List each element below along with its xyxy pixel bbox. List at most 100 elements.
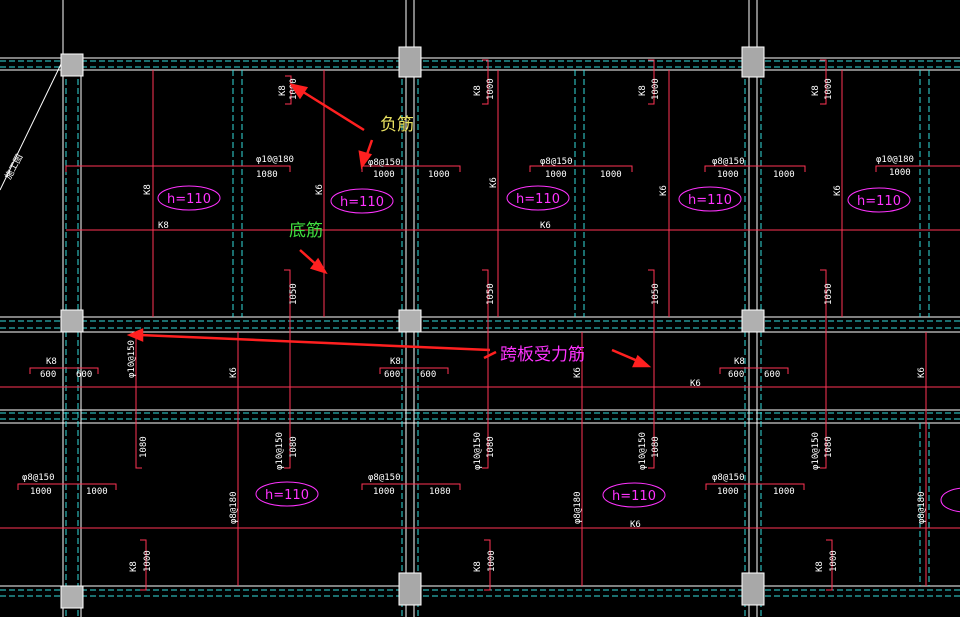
svg-text:K6: K6 (917, 367, 927, 378)
svg-text:h=110: h=110 (516, 192, 560, 207)
edge-text: 施工图 (2, 152, 25, 181)
svg-text:φ10@150: φ10@150 (275, 432, 285, 470)
slab-label: h=110 (506, 185, 570, 211)
svg-text:K8: K8 (143, 184, 153, 195)
rebar-dim: 1000 (373, 170, 395, 180)
column (60, 585, 84, 609)
slab-label: h=110 (157, 185, 221, 211)
svg-text:K6: K6 (659, 185, 669, 196)
svg-text:φ10@150: φ10@150 (811, 432, 821, 470)
svg-text:K6: K6 (690, 379, 701, 389)
rebar-text: φ10@180 φ8@150 φ8@150 φ8@150 φ10@180 108… (22, 78, 927, 572)
slab-label: h=110 (330, 188, 394, 214)
column (741, 46, 765, 78)
column (60, 309, 84, 333)
note-bottom-rebar: 底筋 (289, 221, 323, 241)
svg-text:h=110: h=110 (612, 489, 656, 504)
svg-text:1000: 1000 (143, 550, 153, 572)
svg-text:1050: 1050 (486, 283, 496, 305)
svg-text:K6: K6 (573, 367, 583, 378)
note-negative-rebar: 负筋 (380, 115, 414, 135)
svg-text:K8: K8 (46, 357, 57, 367)
note-span-rebar: 跨板受力筋 (500, 345, 585, 365)
svg-text:1000: 1000 (86, 487, 108, 497)
slab-label: h=110 (847, 187, 911, 213)
column (741, 572, 765, 606)
svg-text:K6: K6 (540, 221, 551, 231)
svg-text:K8: K8 (638, 85, 648, 96)
rebar-dim: 1000 (545, 170, 567, 180)
svg-text:φ8@180: φ8@180 (229, 491, 239, 524)
svg-text:K8: K8 (390, 357, 401, 367)
svg-text:1080: 1080 (289, 436, 299, 458)
svg-text:1000: 1000 (487, 550, 497, 572)
rebar-dim: 1000 (428, 170, 450, 180)
rebar-dim: 1000 (600, 170, 622, 180)
svg-text:600: 600 (728, 370, 744, 380)
svg-text:K8: K8 (815, 561, 825, 572)
svg-text:φ8@150: φ8@150 (22, 473, 55, 483)
slab-label-partial (940, 487, 960, 513)
svg-text:1080: 1080 (429, 487, 451, 497)
svg-text:600: 600 (764, 370, 780, 380)
svg-text:K6: K6 (630, 520, 641, 530)
rebar-dim: 1000 (717, 170, 739, 180)
slab-label: h=110 (678, 186, 742, 212)
svg-text:h=110: h=110 (340, 195, 384, 210)
svg-text:1050: 1050 (289, 283, 299, 305)
svg-text:φ10@150: φ10@150 (473, 432, 483, 470)
svg-text:h=110: h=110 (167, 192, 211, 207)
svg-text:1000: 1000 (717, 487, 739, 497)
svg-text:K6: K6 (315, 184, 325, 195)
columns (60, 46, 765, 609)
svg-text:1000: 1000 (824, 78, 834, 100)
svg-text:K8: K8 (473, 561, 483, 572)
svg-text:K8: K8 (158, 221, 169, 231)
slab-labels: h=110 h=110 h=110 h=110 h=110 h=110 h=11… (157, 185, 960, 513)
svg-text:1050: 1050 (651, 283, 661, 305)
svg-text:1000: 1000 (30, 487, 52, 497)
rebar-spec: φ10@180 (876, 155, 914, 165)
rebar-lines (0, 59, 960, 591)
slab-label: h=110 (255, 481, 319, 507)
column (398, 46, 422, 78)
svg-text:φ8@150: φ8@150 (712, 473, 745, 483)
svg-text:1050: 1050 (824, 283, 834, 305)
svg-text:h=110: h=110 (857, 194, 901, 209)
svg-text:1080: 1080 (651, 436, 661, 458)
svg-text:1000: 1000 (486, 78, 496, 100)
svg-text:K6: K6 (489, 177, 499, 188)
svg-text:φ8@150: φ8@150 (368, 473, 401, 483)
rebar-dim: 1000 (889, 168, 911, 178)
rebar-spec: φ8@150 (712, 157, 745, 167)
annotation-arrows (126, 83, 652, 368)
column (60, 53, 84, 77)
svg-text:φ10@150: φ10@150 (127, 340, 137, 378)
svg-text:1080: 1080 (824, 436, 834, 458)
svg-text:φ10@150: φ10@150 (638, 432, 648, 470)
svg-text:600: 600 (384, 370, 400, 380)
svg-text:1000: 1000 (373, 487, 395, 497)
svg-text:1000: 1000 (829, 550, 839, 572)
svg-text:600: 600 (76, 370, 92, 380)
svg-text:600: 600 (40, 370, 56, 380)
rebar-spec: φ10@180 (256, 155, 294, 165)
rebar-dim: 1000 (773, 170, 795, 180)
svg-text:K8: K8 (473, 85, 483, 96)
svg-text:1080: 1080 (139, 436, 149, 458)
svg-text:K8: K8 (129, 561, 139, 572)
svg-text:K8: K8 (734, 357, 745, 367)
svg-text:600: 600 (420, 370, 436, 380)
svg-text:1000: 1000 (773, 487, 795, 497)
svg-text:1080: 1080 (486, 436, 496, 458)
column (398, 572, 422, 606)
svg-text:h=110: h=110 (688, 193, 732, 208)
svg-text:K6: K6 (833, 185, 843, 196)
svg-text:K8: K8 (811, 85, 821, 96)
column (741, 309, 765, 333)
column (398, 309, 422, 333)
rebar-spec: φ8@150 (540, 157, 573, 167)
rebar-dim: 1080 (256, 170, 278, 180)
svg-text:K6: K6 (229, 367, 239, 378)
